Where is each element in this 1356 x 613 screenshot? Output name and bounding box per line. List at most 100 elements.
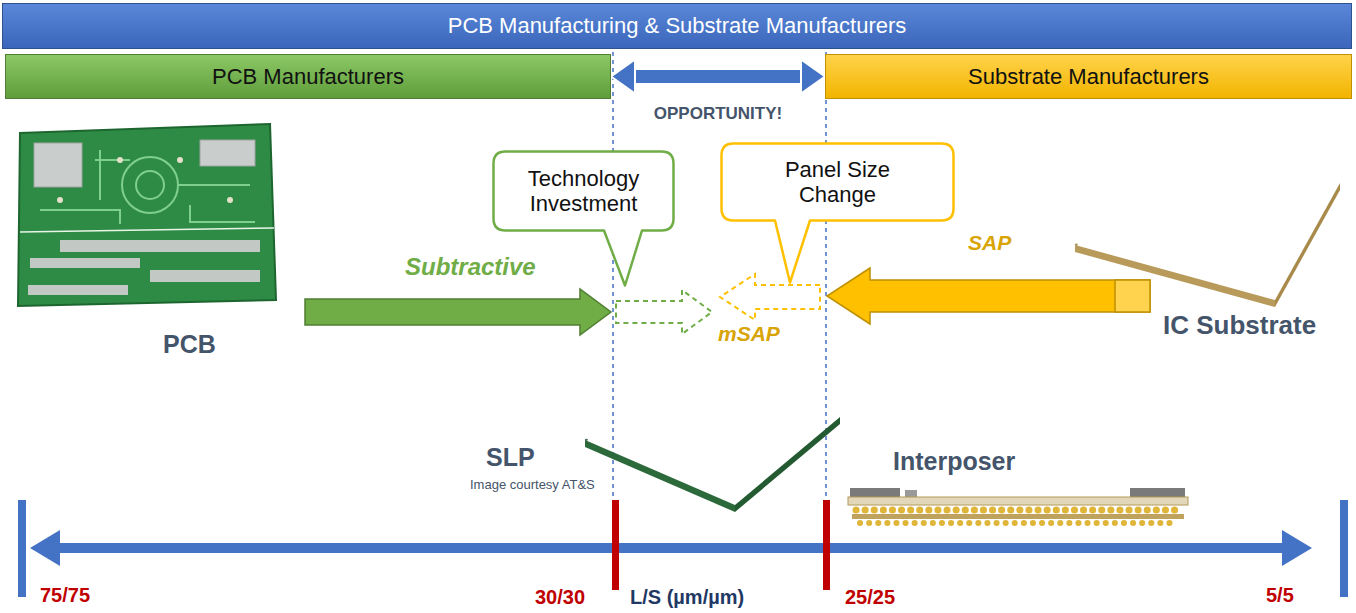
axis-value: 25/25 bbox=[845, 586, 895, 609]
capacitor bbox=[1076, 244, 1077, 245]
axis-tick bbox=[612, 500, 619, 590]
substrate-edge bbox=[1275, 183, 1340, 307]
slp-illustration bbox=[585, 417, 840, 512]
msap-arrow bbox=[720, 274, 820, 320]
chip-die bbox=[585, 440, 587, 441]
node-text: Panel Size Change bbox=[763, 157, 913, 208]
substrate-body bbox=[1075, 244, 1078, 246]
chip-substrate bbox=[585, 439, 588, 441]
component bbox=[1075, 244, 1076, 245]
chip-top bbox=[585, 439, 588, 441]
capacitor bbox=[1075, 244, 1076, 245]
axis-value: 5/5 bbox=[1266, 584, 1294, 607]
component bbox=[1076, 244, 1077, 245]
chip-edge bbox=[585, 440, 735, 512]
item-label: IC Substrate bbox=[1163, 311, 1316, 341]
item-label: PCB bbox=[163, 330, 216, 359]
text-holder: PCB Manufacturers bbox=[6, 55, 610, 98]
solder-balls bbox=[856, 507, 1182, 514]
axis-end-bar bbox=[1340, 500, 1348, 597]
bubble-path bbox=[722, 144, 954, 283]
chip-die bbox=[585, 439, 587, 440]
double-arrow bbox=[611, 60, 825, 94]
chip-die bbox=[586, 439, 587, 441]
interposer-die bbox=[905, 490, 917, 497]
component bbox=[1076, 244, 1078, 245]
pcb-via bbox=[227, 197, 233, 203]
chip-die bbox=[585, 439, 587, 440]
substrate-band: Substrate Manufacturers bbox=[825, 54, 1352, 99]
node-text: Substrate Manufacturers bbox=[968, 64, 1209, 89]
interposer-illustration bbox=[848, 488, 1188, 523]
axis-title: L/S (µm/µm) bbox=[630, 586, 744, 609]
pcb-pad bbox=[34, 143, 82, 187]
pcb-pad bbox=[60, 240, 260, 252]
axis-end-bar bbox=[18, 500, 26, 597]
title-band: PCB Manufacturing & Substrate Manufactur… bbox=[2, 3, 1352, 49]
interposer-die bbox=[1130, 488, 1185, 497]
component bbox=[1076, 244, 1078, 245]
node-text: PCB Manufacturing & Substrate Manufactur… bbox=[448, 13, 907, 38]
chip-die bbox=[585, 439, 587, 440]
interposer-layer bbox=[848, 497, 1188, 505]
solder-balls bbox=[860, 520, 1178, 526]
axis-value: 30/30 bbox=[535, 586, 585, 609]
pcb-illustration bbox=[18, 124, 276, 306]
pcb-via bbox=[57, 197, 63, 203]
text-holder: Substrate Manufacturers bbox=[826, 55, 1351, 98]
arrowhead bbox=[611, 60, 635, 94]
msap-arrow bbox=[616, 290, 712, 334]
interposer-die bbox=[850, 488, 900, 497]
component bbox=[1075, 244, 1077, 245]
text-holder: PCB Manufacturing & Substrate Manufactur… bbox=[3, 4, 1351, 48]
chip-die bbox=[586, 439, 588, 440]
axis-value: 75/75 bbox=[40, 584, 90, 607]
pcb-band: PCB Manufacturers bbox=[5, 54, 611, 99]
chip-edge bbox=[735, 417, 840, 512]
substrate-top bbox=[1075, 244, 1078, 246]
pcb-trace bbox=[122, 157, 178, 213]
pcb-via bbox=[177, 157, 183, 163]
sap-arrow bbox=[827, 268, 1150, 324]
pcb-via bbox=[117, 157, 123, 163]
node-text: PCB Manufacturers bbox=[212, 64, 404, 89]
pcb-silkscreen bbox=[20, 228, 274, 232]
arrow-shaft bbox=[635, 70, 801, 83]
chip-die bbox=[586, 439, 588, 440]
item-label: Interposer bbox=[893, 447, 1015, 476]
pcb-pad bbox=[150, 270, 260, 282]
callout-bubble: Panel Size Change bbox=[720, 142, 955, 284]
axis-line bbox=[56, 543, 1286, 553]
pcb-pad bbox=[30, 258, 140, 268]
interposer-layer bbox=[852, 514, 1184, 519]
arrow-outline bbox=[635, 68, 801, 86]
component bbox=[1075, 244, 1077, 245]
pcb-trace bbox=[136, 171, 164, 199]
process-label: SAP bbox=[968, 231, 1011, 255]
component bbox=[1076, 244, 1078, 245]
sap-arrow-tail bbox=[1115, 280, 1150, 312]
chip-pads bbox=[585, 439, 587, 440]
edge-label: OPPORTUNITY! bbox=[654, 104, 782, 124]
axis-arrowhead bbox=[30, 530, 60, 566]
axis-tick bbox=[823, 500, 830, 590]
process-label: mSAP bbox=[718, 322, 780, 346]
subtractive-arrow bbox=[305, 289, 611, 335]
component bbox=[1075, 244, 1076, 245]
text-holder: Panel Size Change bbox=[720, 142, 955, 222]
pcb-pad bbox=[200, 140, 255, 166]
chip-die bbox=[586, 440, 588, 441]
arrowhead bbox=[801, 60, 825, 94]
process-label: Subtractive bbox=[405, 253, 536, 281]
component bbox=[1076, 244, 1078, 245]
text-holder: Technology Investment bbox=[492, 150, 675, 232]
axis-arrowhead bbox=[1282, 530, 1312, 566]
pcb-trace bbox=[40, 150, 255, 224]
substrate-pins bbox=[1075, 244, 1077, 246]
node-text: Technology Investment bbox=[509, 166, 659, 217]
pcb-board bbox=[18, 124, 276, 306]
image-credit: Image courtesy AT&S bbox=[470, 478, 595, 493]
item-label: SLP bbox=[486, 443, 535, 472]
chip-die bbox=[586, 439, 588, 440]
